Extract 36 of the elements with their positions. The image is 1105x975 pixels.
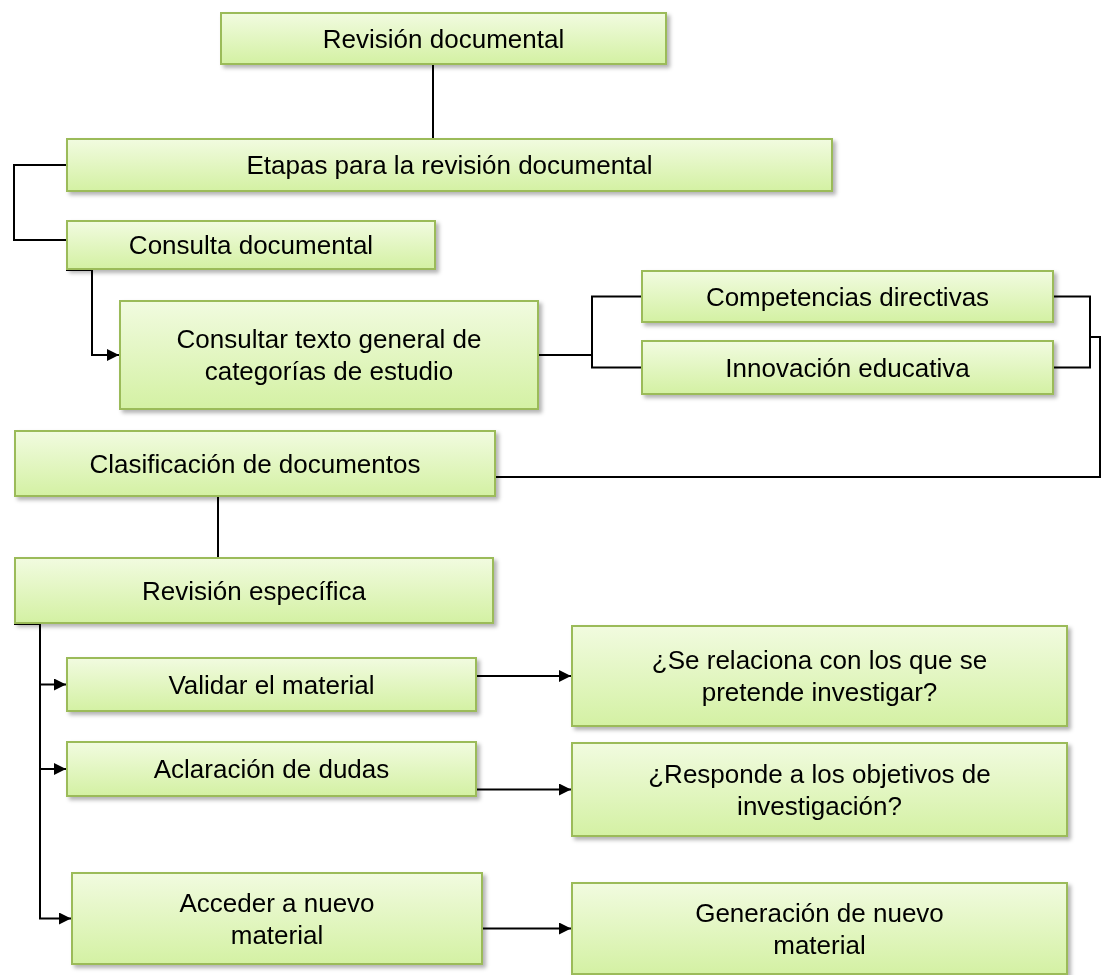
arrow	[476, 670, 572, 682]
node-label: Validar el material	[168, 668, 375, 701]
process-box	[220, 12, 667, 65]
connector-line	[538, 354, 642, 369]
connector-line	[13, 164, 67, 241]
process-box	[571, 742, 1068, 837]
process-box	[571, 882, 1068, 975]
node-label: Consulta documental	[128, 229, 374, 261]
process-box	[14, 557, 494, 624]
connector-line	[432, 64, 434, 139]
process-box	[641, 340, 1054, 395]
process-box	[66, 138, 833, 192]
node-label: Revisión documental	[322, 22, 565, 55]
node-label: Clasificación de documentos	[89, 447, 421, 480]
process-box	[71, 872, 483, 965]
process-box	[571, 625, 1068, 727]
node-label: Revisión específica	[142, 574, 366, 607]
node-label: Etapas para la revisión documental	[246, 149, 653, 181]
node-label: Competencias directivas	[705, 280, 990, 313]
node-label: Innovación educativa	[725, 351, 970, 384]
node-label: ¿Se relaciona con los que se pretende investigar?	[650, 644, 989, 708]
process-box	[66, 741, 477, 797]
node-label: Acceder a nuevo material	[178, 886, 376, 951]
arrow	[476, 783, 572, 796]
process-box	[641, 270, 1054, 323]
arrow	[482, 922, 572, 935]
process-box	[66, 220, 436, 270]
arrow	[65, 269, 120, 361]
node-label: Aclaración de dudas	[153, 753, 390, 785]
connector-line	[217, 496, 219, 558]
node-label: Consultar texto general de categorías de estudio	[175, 323, 483, 387]
process-box	[14, 430, 496, 497]
process-box	[119, 300, 539, 410]
node-label: Generación de nuevo material	[694, 896, 945, 961]
process-box	[66, 657, 477, 712]
node-label: ¿Responde a los objetivos de investigación?	[647, 757, 992, 822]
